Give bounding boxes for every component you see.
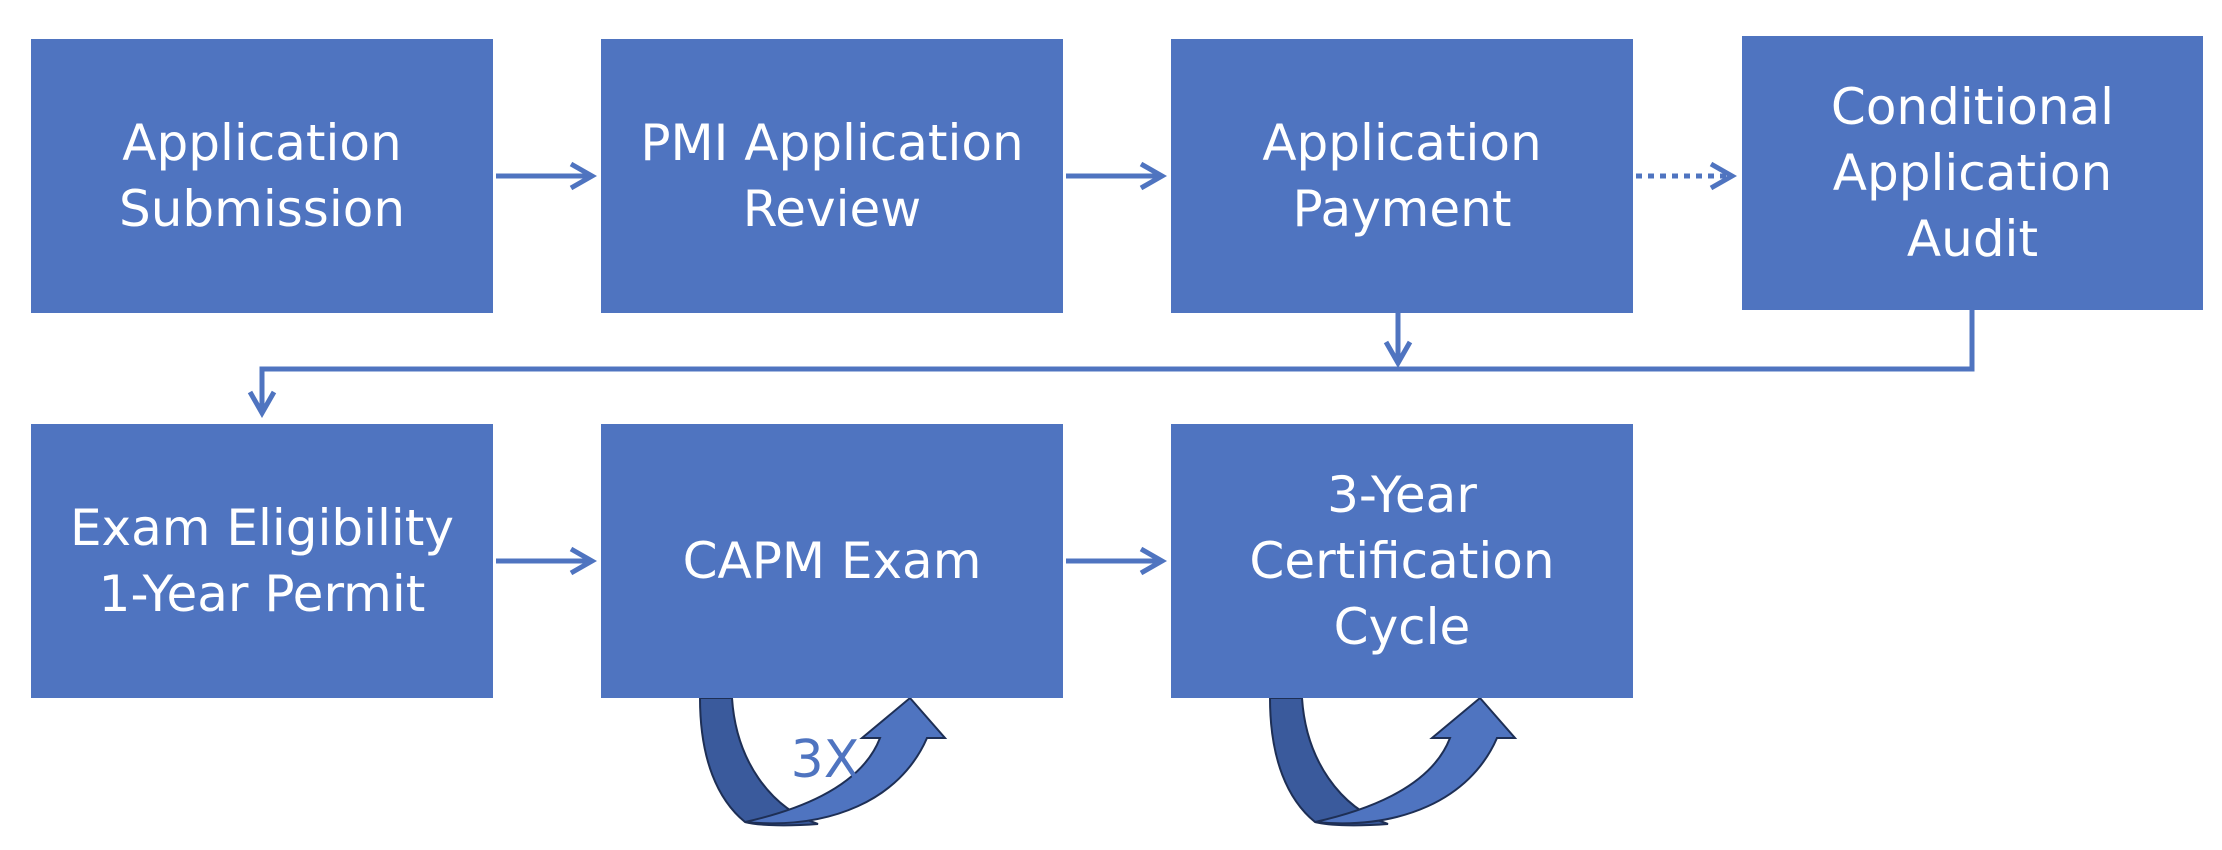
box-label: Exam Eligibility 1-Year Permit bbox=[69, 499, 455, 623]
box-label: PMI Application Review bbox=[640, 114, 1024, 238]
box-label: Conditional Application Audit bbox=[1830, 78, 2115, 268]
box-capm-exam: CAPM Exam bbox=[601, 424, 1063, 698]
box-label: Application Payment bbox=[1262, 114, 1542, 238]
box-conditional-application-audit: Conditional Application Audit bbox=[1742, 36, 2203, 310]
connector-audit-to-eligibility bbox=[262, 310, 1975, 412]
box-application-submission: Application Submission bbox=[31, 39, 493, 313]
exam-retake-label: 3X bbox=[790, 730, 860, 790]
box-label: CAPM Exam bbox=[682, 532, 982, 590]
box-label: Application Submission bbox=[118, 114, 406, 238]
exam-retake-loop-arrow bbox=[698, 696, 948, 827]
box-pmi-application-review: PMI Application Review bbox=[601, 39, 1063, 313]
box-application-payment: Application Payment bbox=[1171, 39, 1633, 313]
cycle-renewal-loop-arrow bbox=[1268, 696, 1518, 827]
box-exam-eligibility: Exam Eligibility 1-Year Permit bbox=[31, 424, 493, 698]
box-label: 3-Year Certification Cycle bbox=[1249, 466, 1555, 656]
box-certification-cycle: 3-Year Certification Cycle bbox=[1171, 424, 1633, 698]
